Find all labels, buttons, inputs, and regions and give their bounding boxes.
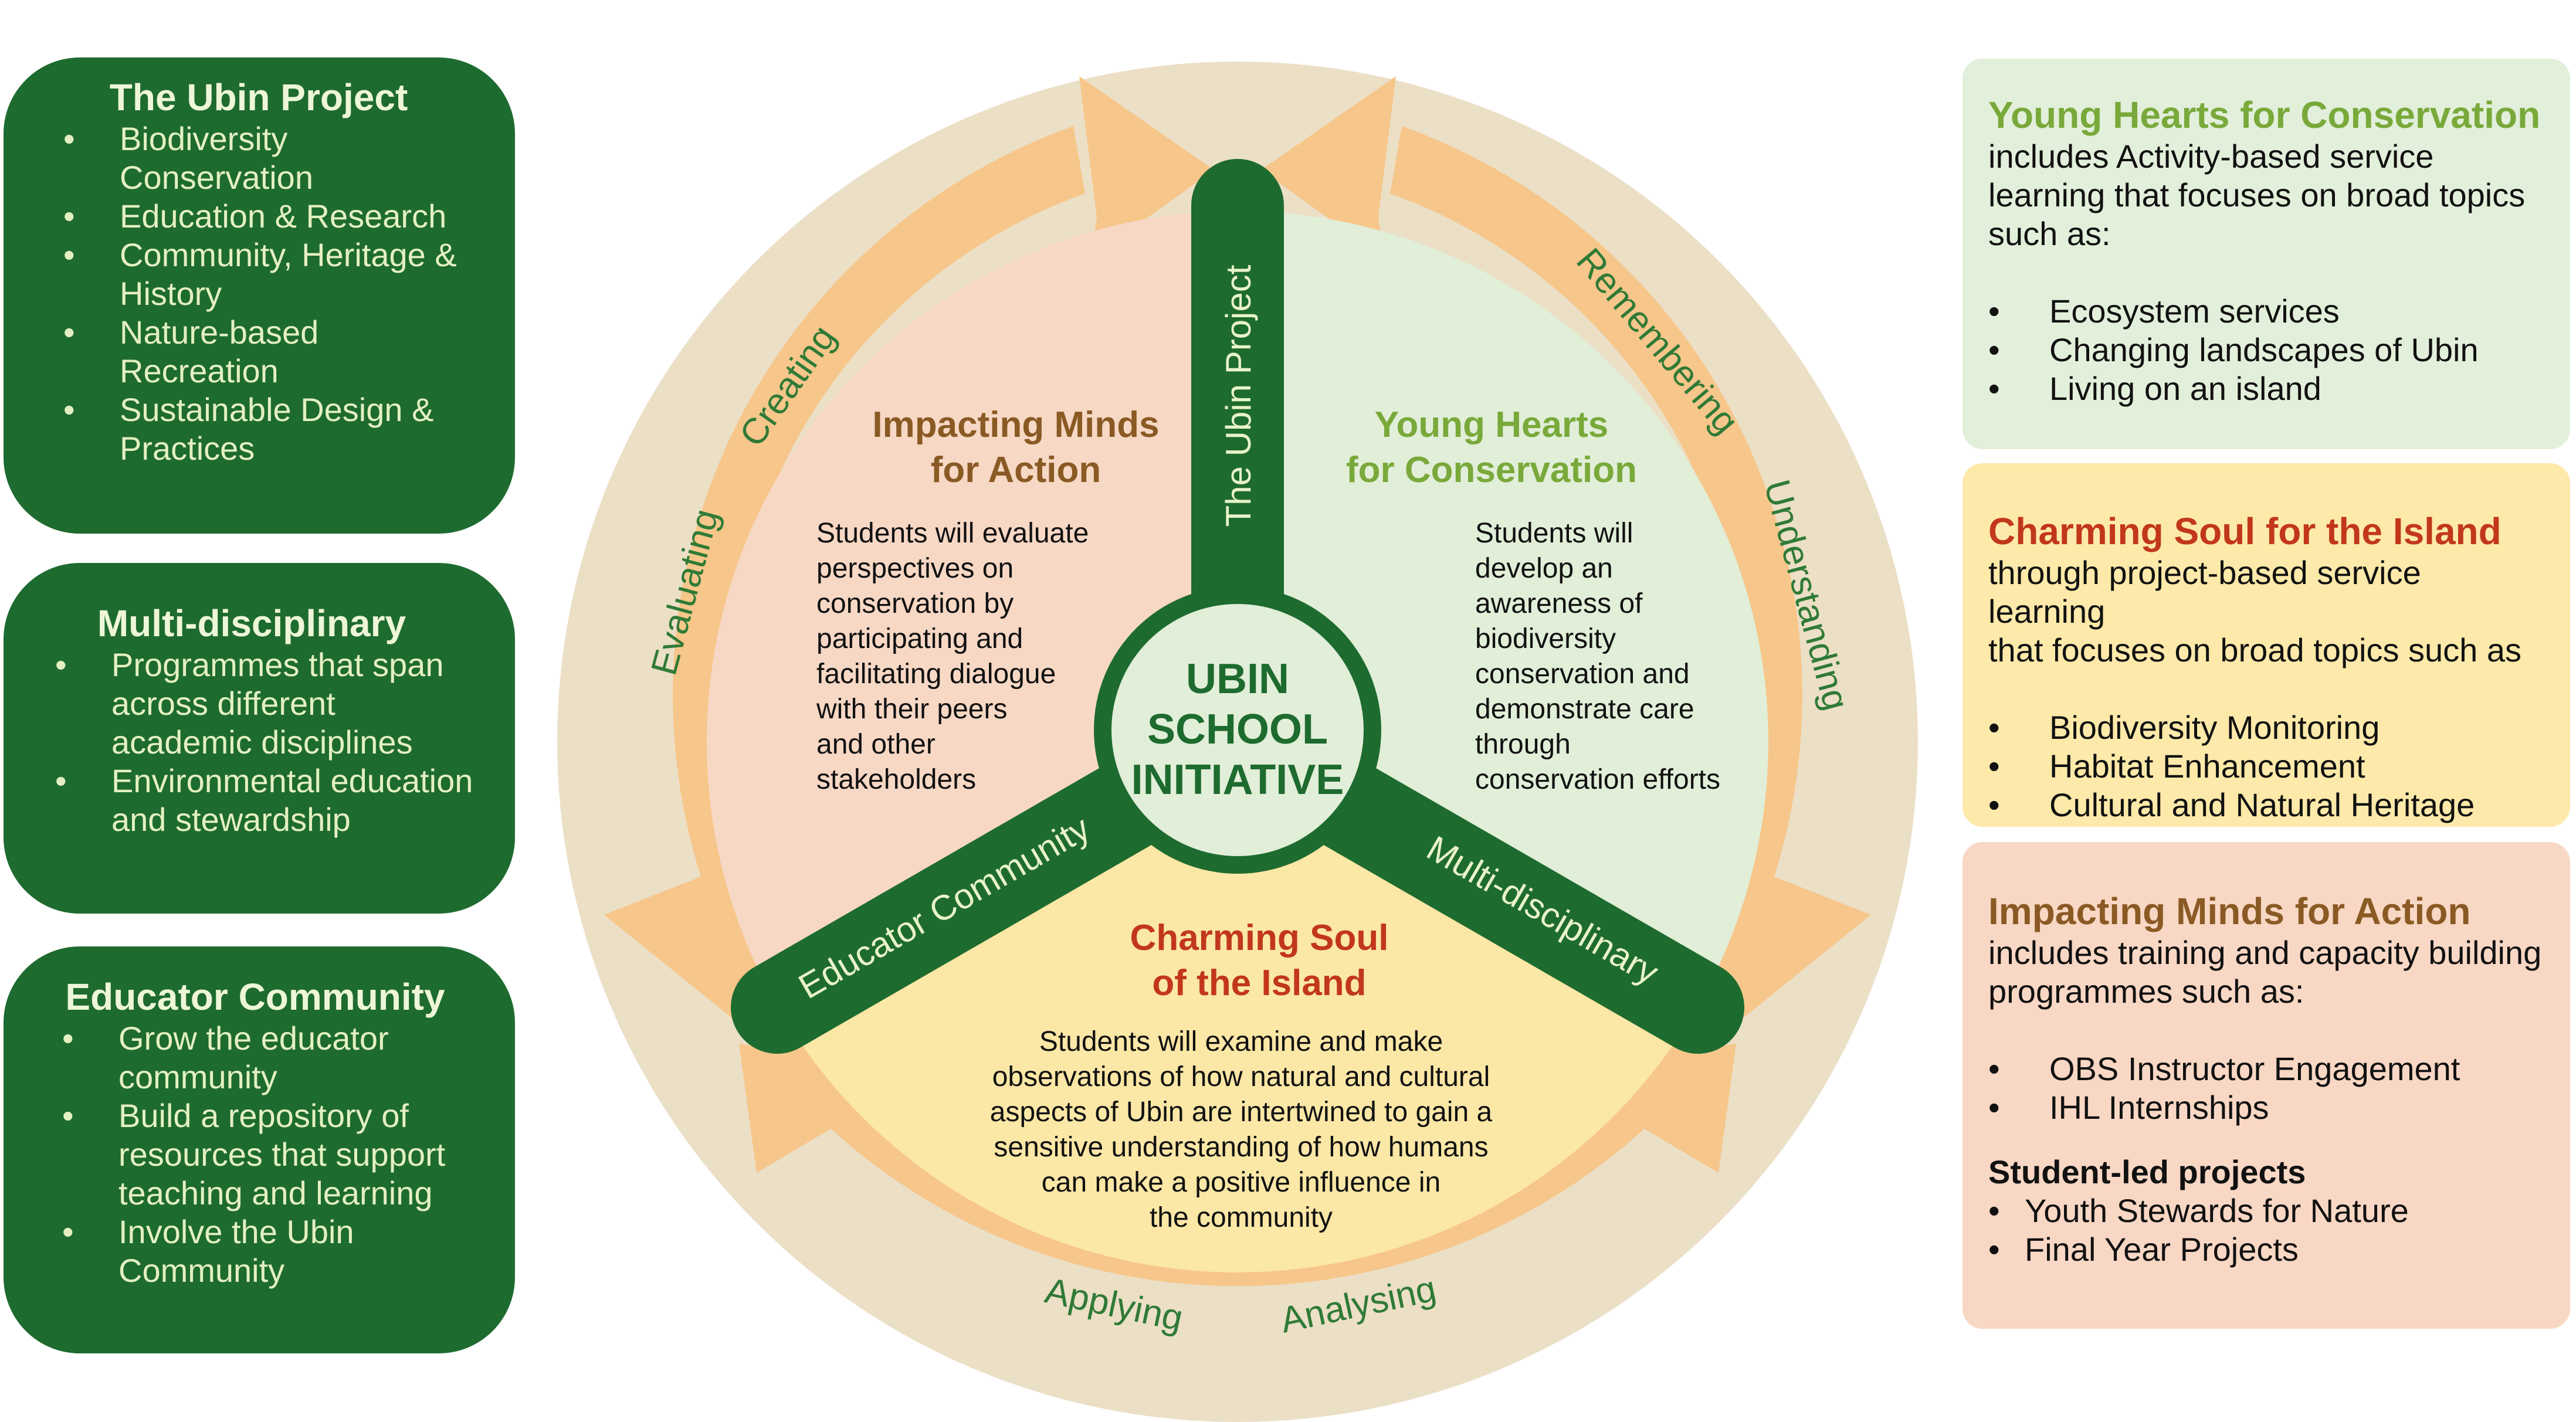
charming-soul-box: Charming Soul for the Island through pro… <box>1962 463 2570 827</box>
young-hearts-desc-line: such as: <box>1988 215 2111 252</box>
charming-body-line: the community <box>1150 1202 1333 1233</box>
educator-community-box: Educator Community Grow the educator com… <box>4 946 515 1353</box>
list-item: Sustainable Design & <box>63 391 480 429</box>
young-body-line: develop an <box>1475 553 1613 584</box>
list-item: Community, Heritage & <box>63 236 480 274</box>
educator-community-title: Educator Community <box>65 976 445 1018</box>
list-item-continued: Practices <box>120 430 255 467</box>
charming-soul-desc-line: that focuses on broad topics such as <box>1988 632 2521 668</box>
list-item: Environmental education <box>55 762 480 800</box>
young-hearts-desc-line: includes Activity-based service <box>1988 138 2434 175</box>
list-item: Grow the educator <box>62 1019 480 1058</box>
student-led-projects-list: Youth Stewards for Nature Final Year Pro… <box>1988 1192 2547 1269</box>
top-right-arrowhead <box>1261 76 1396 258</box>
charming-soul-desc-line: through project-based service learning <box>1988 554 2421 630</box>
educator-community-list: Grow the educator community Build a repo… <box>62 1019 480 1290</box>
impacting-body-line: participating and <box>816 623 1023 654</box>
center-title-line: INITIATIVE <box>1131 756 1344 803</box>
list-item-continued: resources that support <box>118 1136 446 1173</box>
charming-body-line: aspects of Ubin are intertwined to gain … <box>990 1097 1493 1128</box>
young-body-line: biodiversity <box>1475 623 1616 654</box>
list-item-continued: academic disciplines <box>111 724 413 761</box>
charming-soul-list: Biodiversity Monitoring Habitat Enhancem… <box>1988 708 2547 824</box>
ubin-project-title: The Ubin Project <box>109 76 408 118</box>
impacting-body-line: facilitating dialogue <box>816 659 1056 690</box>
list-item-continued: teaching and learning <box>118 1175 433 1211</box>
young-body-line: through <box>1475 729 1571 760</box>
young-hearts-list: Ecosystem services Changing landscapes o… <box>1988 292 2547 408</box>
impacting-minds-desc-line: programmes such as: <box>1988 973 2304 1010</box>
list-item: Changing landscapes of Ubin <box>1988 331 2547 369</box>
list-item: Build a repository of <box>62 1097 480 1135</box>
young-title-line: for Conservation <box>1346 450 1637 490</box>
charming-soul-title: Charming Soul for the Island <box>1988 510 2502 552</box>
young-hearts-title: Young Hearts for Conservation <box>1988 94 2541 136</box>
young-body-line: Students will <box>1475 518 1633 549</box>
list-item-continued: Recreation <box>120 352 279 389</box>
center-title-line: SCHOOL <box>1147 706 1328 753</box>
multidisciplinary-title: Multi-disciplinary <box>97 602 406 644</box>
impacting-body-line: and other <box>816 729 936 760</box>
center-title: UBIN SCHOOL INITIATIVE <box>1131 656 1344 803</box>
list-item: Living on an island <box>1988 369 2547 408</box>
top-left-arrowhead <box>1079 76 1214 258</box>
impacting-body-line: conservation by <box>816 588 1014 619</box>
sector-impacting-text: Impacting Minds for Action Students will… <box>816 405 1160 795</box>
spoke-label-top: The Ubin Project <box>1219 264 1258 527</box>
list-item-continued: Conservation <box>120 159 313 196</box>
impacting-title-line: for Action <box>931 450 1101 490</box>
list-item: Cultural and Natural Heritage <box>1988 786 2547 824</box>
list-item: Biodiversity <box>63 120 480 158</box>
charming-body-line: observations of how natural and cultural <box>992 1061 1490 1092</box>
list-item: Biodiversity Monitoring <box>1988 708 2547 747</box>
charming-body-line: can make a positive influence in <box>1042 1167 1440 1198</box>
center-title-line: UBIN <box>1186 656 1289 702</box>
list-item: OBS Instructor Engagement <box>1988 1050 2547 1088</box>
list-item-continued: Community <box>118 1252 285 1289</box>
list-item-continued: History <box>120 275 222 312</box>
charming-body-line: Students will examine and make <box>1039 1026 1443 1057</box>
impacting-minds-box: Impacting Minds for Action includes trai… <box>1962 842 2570 1329</box>
young-hearts-desc-line: learning that focuses on broad topics <box>1988 177 2526 213</box>
multidisciplinary-box: Multi-disciplinary Programmes that span … <box>4 563 515 914</box>
charming-body-line: sensitive understanding of how humans <box>994 1132 1488 1163</box>
list-item: Habitat Enhancement <box>1988 747 2547 786</box>
impacting-body-line: perspectives on <box>816 553 1014 584</box>
list-item: Involve the Ubin <box>62 1213 480 1251</box>
sector-charming-text: Charming Soul of the Island Students wil… <box>990 918 1493 1233</box>
impacting-body-line: Students will evaluate <box>816 518 1089 549</box>
ubin-project-box: The Ubin Project Biodiversity Conservati… <box>4 57 515 534</box>
young-body-line: demonstrate care <box>1475 694 1694 725</box>
list-item: IHL Internships <box>1988 1088 2547 1127</box>
impacting-minds-list: OBS Instructor Engagement IHL Internship… <box>1988 1050 2547 1127</box>
charming-title-line: Charming Soul <box>1130 918 1389 958</box>
list-item: Ecosystem services <box>1988 292 2547 331</box>
list-item: Education & Research <box>63 197 480 236</box>
list-item-continued: community <box>118 1058 277 1095</box>
center-hub-inner <box>1111 604 1364 856</box>
young-body-line: awareness of <box>1475 588 1643 619</box>
young-body-line: conservation and <box>1475 659 1690 690</box>
impacting-body-line: stakeholders <box>816 764 976 795</box>
sector-young-text: Young Hearts for Conservation Students w… <box>1346 405 1720 795</box>
charming-title-line: of the Island <box>1152 963 1366 1003</box>
list-item: Youth Stewards for Nature <box>1988 1192 2547 1230</box>
student-led-projects-title: Student-led projects <box>1988 1153 2306 1190</box>
multidisciplinary-list: Programmes that span across different ac… <box>55 646 480 839</box>
list-item: Nature-based <box>63 313 480 352</box>
impacting-minds-desc-line: includes training and capacity building <box>1988 934 2542 971</box>
list-item-continued: across different <box>111 685 335 722</box>
list-item-continued: and stewardship <box>111 801 351 838</box>
young-body-line: conservation efforts <box>1475 764 1720 795</box>
impacting-body-line: with their peers <box>816 694 1007 725</box>
list-item: Final Year Projects <box>1988 1230 2547 1269</box>
young-hearts-box: Young Hearts for Conservation includes A… <box>1962 59 2570 449</box>
list-item: Programmes that span <box>55 646 480 684</box>
impacting-title-line: Impacting Minds <box>872 405 1159 445</box>
impacting-minds-title: Impacting Minds for Action <box>1988 890 2471 932</box>
ubin-project-list: Biodiversity Conservation Education & Re… <box>63 120 480 468</box>
young-title-line: Young Hearts <box>1375 405 1608 445</box>
